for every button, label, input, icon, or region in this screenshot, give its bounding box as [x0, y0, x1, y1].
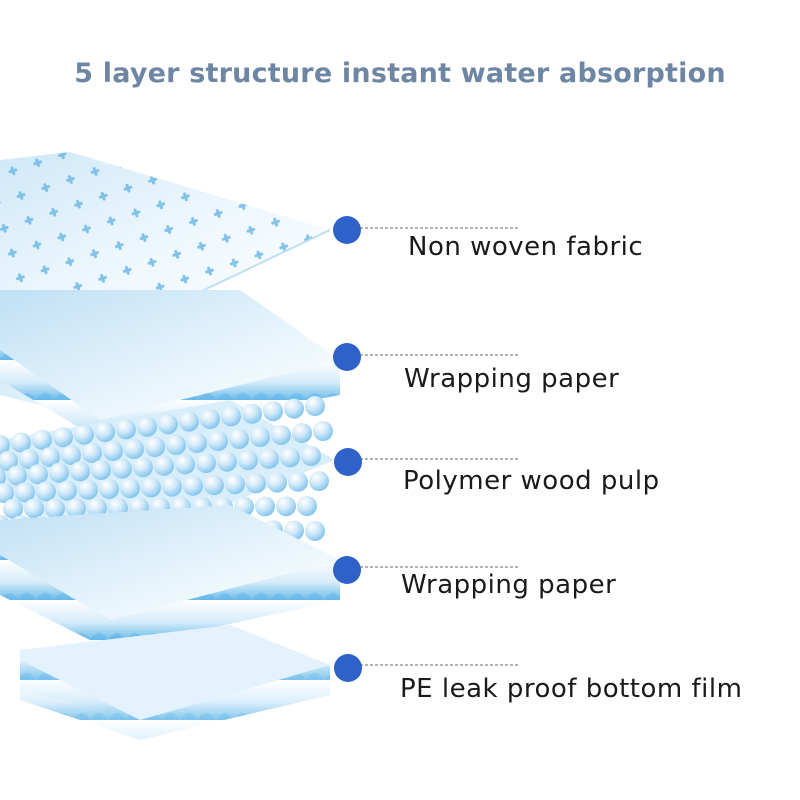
pulp-bead: [305, 396, 325, 416]
pulp-bead: [200, 409, 220, 429]
pulp-bead: [120, 478, 140, 499]
pulp-bead: [0, 483, 14, 503]
pulp-bead: [305, 521, 325, 541]
pulp-bead: [288, 471, 308, 492]
pulp-bead: [99, 479, 119, 499]
pulp-bead: [313, 421, 333, 441]
pulp-bead: [3, 498, 23, 519]
layer-wrapping-paper-top: [0, 290, 340, 440]
pulp-bead: [246, 473, 266, 494]
pulp-bead: [78, 479, 98, 500]
marker-1: [333, 216, 520, 244]
pulp-bead: [175, 454, 195, 475]
pulp-bead: [49, 462, 69, 483]
pulp-bead: [40, 447, 60, 467]
pulp-bead: [0, 435, 10, 455]
pulp-bead: [267, 472, 287, 493]
pulp-bead: [280, 447, 300, 468]
pulp-bead: [0, 467, 6, 487]
pulp-bead: [271, 425, 291, 445]
pulp-bead: [7, 465, 27, 486]
pulp-bead: [204, 475, 224, 495]
marker-2: [333, 343, 520, 371]
layer-label-4: Wrapping paper: [401, 570, 617, 600]
pulp-bead: [259, 448, 279, 469]
layer-label-3: Polymer wood pulp: [403, 466, 660, 496]
pulp-bead: [57, 480, 77, 501]
pulp-bead: [263, 401, 283, 422]
marker-3: [334, 448, 520, 476]
pulp-bead: [28, 464, 48, 485]
pulp-bead: [183, 475, 203, 496]
pulp-bead: [66, 498, 86, 519]
pulp-bead: [15, 482, 35, 503]
pulp-bead: [225, 474, 245, 495]
diagram-title: 5 layer structure instant water absorpti…: [74, 58, 726, 89]
pulp-bead: [217, 451, 237, 472]
pulp-bead: [53, 427, 73, 448]
pulp-bead: [301, 446, 321, 466]
pulp-bead: [187, 433, 207, 453]
pulp-bead: [297, 496, 317, 516]
marker-4: [333, 556, 520, 584]
pulp-bead: [242, 403, 262, 424]
pulp-bead: [158, 414, 178, 435]
pulp-bead: [208, 431, 228, 451]
layer-label-5: PE leak proof bottom film: [400, 674, 743, 704]
pulp-bead: [19, 449, 39, 469]
marker-5: [334, 654, 520, 682]
pulp-bead: [36, 481, 56, 502]
layer-label-2: Wrapping paper: [404, 364, 620, 394]
pulp-bead: [91, 460, 111, 480]
pulp-bead: [103, 441, 123, 461]
pulp-bead: [133, 457, 153, 478]
pulp-bead: [238, 450, 258, 471]
pulp-bead: [145, 437, 165, 457]
pulp-bead: [179, 411, 199, 432]
pulp-bead: [309, 471, 329, 491]
pulp-bead: [162, 476, 182, 497]
pulp-bead: [74, 424, 94, 445]
pulp-bead: [112, 458, 132, 479]
pulp-bead: [166, 435, 186, 455]
pulp-bead: [141, 477, 161, 498]
pulp-bead: [196, 453, 216, 473]
pulp-bead: [124, 439, 144, 459]
pulp-bead: [255, 496, 275, 517]
pulp-bead: [24, 498, 44, 519]
pulp-bead: [229, 429, 249, 449]
pulp-bead: [276, 496, 296, 517]
pulp-bead: [221, 406, 241, 427]
pulp-bead: [250, 427, 270, 447]
pulp-bead: [154, 455, 174, 476]
pulp-bead: [32, 429, 52, 450]
layer-pe-bottom-film: [20, 625, 330, 740]
layer-label-1: Non woven fabric: [408, 232, 644, 262]
pulp-bead: [116, 419, 136, 440]
pulp-bead: [292, 423, 312, 443]
pulp-bead: [61, 445, 81, 465]
pulp-bead: [87, 498, 107, 518]
pulp-bead: [95, 422, 115, 442]
pulp-bead: [82, 443, 102, 463]
pulp-bead: [11, 432, 31, 453]
pulp-bead: [45, 498, 65, 519]
pulp-bead: [137, 416, 157, 437]
pulp-bead: [284, 398, 304, 419]
pulp-bead: [70, 461, 90, 482]
layer-wrapping-paper-bottom: [0, 505, 340, 650]
pulp-bead: [0, 451, 18, 471]
